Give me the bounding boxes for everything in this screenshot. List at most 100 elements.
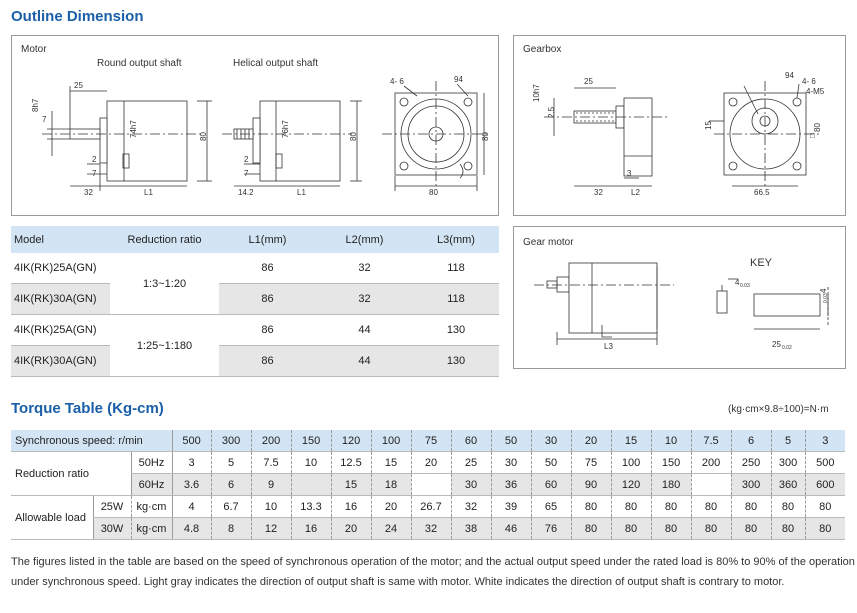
sync-speed-label: Synchronous speed: r/min: [11, 430, 173, 452]
dim-4-m5: 4-M5: [806, 87, 825, 96]
load-cell: 16: [330, 495, 372, 518]
dim-7-top: 7: [42, 115, 47, 124]
ratio-cell: 3.6: [171, 473, 212, 496]
speed-cell: 75: [410, 430, 452, 452]
load-cell: 80: [690, 495, 732, 518]
load-cell: 26.7: [410, 495, 452, 518]
ratio-cell: 90: [570, 473, 612, 496]
ratio-cell: 180: [650, 473, 692, 496]
ratio-cell: 300: [730, 473, 772, 496]
load-cell: 8: [210, 517, 252, 540]
load-cell: 10: [250, 495, 292, 518]
dim-box-symbol: □: [810, 131, 815, 140]
ratio-cell: 12.5: [330, 451, 372, 474]
load-cell: 76: [530, 517, 572, 540]
ratio-cell: 7.5: [250, 451, 292, 474]
dim-10h7: 10h7: [532, 84, 541, 102]
gear-motor-drawing-panel: Gear motor KEY L3 4 0.03 4 0.03: [513, 226, 846, 369]
load-cell: 80: [610, 517, 652, 540]
gear-motor-drawing: L3 4 0.03 4 0.03 25 0.02: [534, 262, 829, 351]
speed-cell: 300: [210, 430, 252, 452]
dim-80-right: 80: [481, 132, 490, 141]
speed-cell: 50: [490, 430, 532, 452]
load-cell: 46: [490, 517, 532, 540]
load-cell: 80: [804, 517, 845, 540]
col-reduction-ratio: Reduction ratio: [110, 226, 219, 253]
speed-cell: 120: [330, 430, 372, 452]
ratio-group: 1:25~1:180: [110, 314, 219, 377]
dim-94: 94: [454, 75, 463, 84]
ratio-cell: 250: [730, 451, 772, 474]
ratio-cell: 15: [330, 473, 372, 496]
speed-cell: 7.5: [690, 430, 732, 452]
dim-l1-round: L1: [144, 188, 153, 197]
ratio-cell: 300: [770, 451, 806, 474]
ratio-cell: 10: [290, 451, 332, 474]
load-cell: 80: [804, 495, 845, 518]
table-row: 4IK(RK)30A(GN) 86 32 118: [11, 283, 499, 315]
reduction-ratio-label: Reduction ratio: [11, 451, 131, 496]
load-cell: 13.3: [290, 495, 332, 518]
dim-2: 2: [92, 155, 97, 164]
dim-80-helical: 80: [349, 132, 358, 141]
ratio-group: 1:3~1:20: [110, 253, 219, 315]
load-cell: 80: [610, 495, 652, 518]
speed-cell: 500: [171, 430, 212, 452]
ratio-cell: 36: [490, 473, 532, 496]
ratio-cell: 9: [250, 473, 292, 496]
ratio-cell: [410, 473, 452, 496]
dim-8h7: 8h7: [31, 98, 40, 112]
ratio-cell: 20: [410, 451, 452, 474]
speed-cell: 10: [650, 430, 692, 452]
load-cell: 65: [530, 495, 572, 518]
key-dim-25-tolerance: 0.02: [782, 345, 792, 351]
ratio-cell: 60: [530, 473, 572, 496]
torque-title: Torque Table (Kg-cm): [11, 400, 164, 417]
w30-label: 30W: [92, 517, 131, 540]
load-cell: 16: [290, 517, 332, 540]
ratio-cell: 6: [210, 473, 252, 496]
dim-gb-4-6: 4- 6: [802, 77, 816, 86]
dim-2-helical: 2: [244, 155, 249, 164]
ratio-cell: 3: [171, 451, 212, 474]
ratio-cell: 25: [450, 451, 492, 474]
speed-cell: 20: [570, 430, 612, 452]
speed-cell: 100: [370, 430, 412, 452]
key-dim-4-vertical-tolerance: 0.03: [823, 293, 829, 303]
model-dimension-table: Model Reduction ratio L1(mm) L2(mm) L3(m…: [11, 226, 499, 377]
load-cell: 80: [730, 517, 772, 540]
dim-74h7: 74h7: [129, 120, 138, 138]
dim-7-helical: 7: [244, 169, 249, 178]
ratio-cell: 15: [370, 451, 412, 474]
ratio-cell: [290, 473, 332, 496]
motor-outline-drawing: 8h7 25 7 74h7 80 2 7 32 L1 76h7 80 2 7 1…: [31, 75, 490, 197]
load-cell: 32: [450, 495, 492, 518]
unit-label: kg·cm: [130, 495, 173, 518]
load-cell: 80: [770, 517, 806, 540]
dim-2-5: 2.5: [547, 106, 556, 118]
ratio-cell: 120: [610, 473, 652, 496]
dim-3: 3: [627, 169, 632, 178]
load-cell: 80: [570, 517, 612, 540]
load-cell: 38: [450, 517, 492, 540]
load-cell: 39: [490, 495, 532, 518]
dim-25: 25: [74, 81, 83, 90]
ratio-cell: 30: [490, 451, 532, 474]
ratio-cell: 360: [770, 473, 806, 496]
ratio-cell: 200: [690, 451, 732, 474]
load-cell: 24: [370, 517, 412, 540]
speed-cell: 30: [530, 430, 572, 452]
ratio-cell: 100: [610, 451, 652, 474]
load-cell: 80: [730, 495, 772, 518]
speed-cell: 15: [610, 430, 652, 452]
ratio-cell: 150: [650, 451, 692, 474]
unit-label: kg·cm: [130, 517, 173, 540]
speed-cell: 60: [450, 430, 492, 452]
dim-7-bottom: 7: [92, 169, 97, 178]
note-line-1: The figures listed in the table are base…: [11, 556, 855, 568]
dim-gb-25: 25: [584, 77, 593, 86]
dim-l3: L3: [604, 342, 613, 351]
ratio-cell: 50: [530, 451, 572, 474]
ratio-cell: 600: [804, 473, 845, 496]
